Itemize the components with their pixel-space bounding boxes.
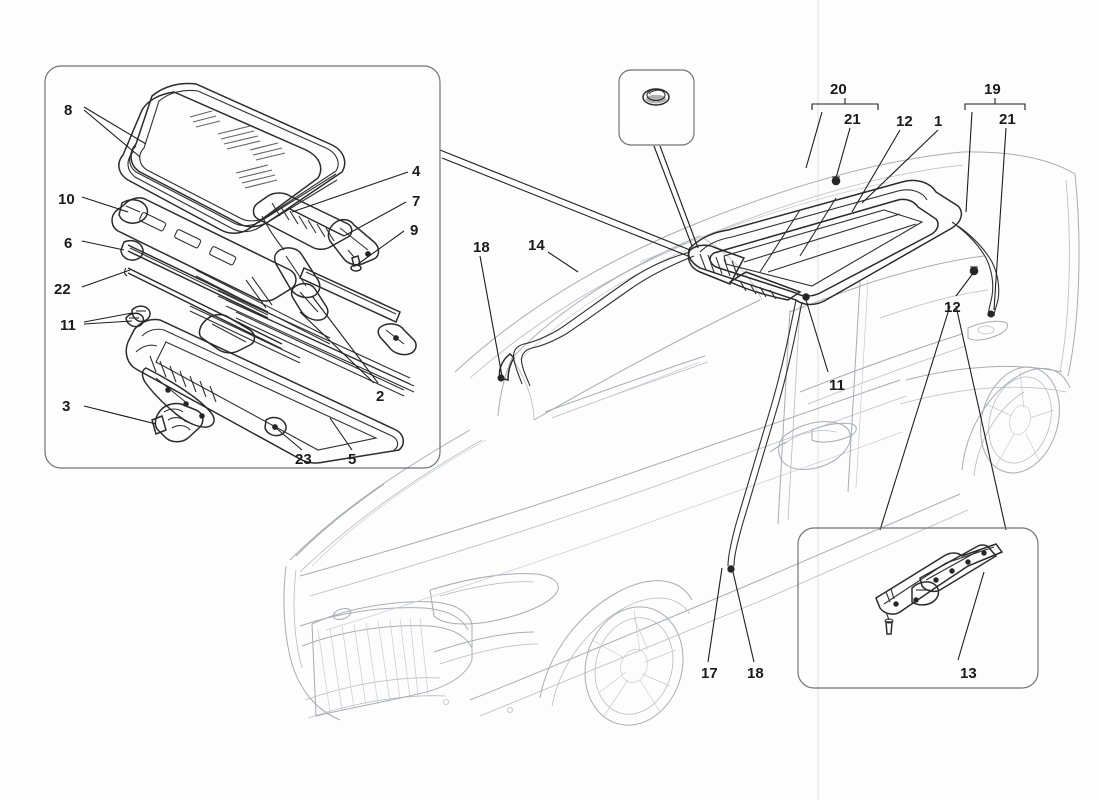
callout-4: 4 xyxy=(412,163,421,180)
callout-9: 9 xyxy=(410,222,419,239)
callout-17: 17 xyxy=(701,665,718,682)
callout-11-roof: 11 xyxy=(829,377,845,394)
callout-21-left: 21 xyxy=(844,111,861,128)
callout-10: 10 xyxy=(58,191,75,208)
callout-21-right: 21 xyxy=(999,111,1016,128)
callout-19: 19 xyxy=(984,81,1001,98)
callout-11-left: 11 xyxy=(60,317,76,334)
callout-12-top: 12 xyxy=(896,113,913,130)
callout-14: 14 xyxy=(528,237,545,254)
callout-23: 23 xyxy=(295,451,312,468)
callout-6: 6 xyxy=(64,235,73,252)
callout-8: 8 xyxy=(64,102,73,119)
callout-5: 5 xyxy=(348,451,357,468)
callout-2: 2 xyxy=(376,388,385,405)
callout-18-rear: 18 xyxy=(747,665,764,682)
callout-3: 3 xyxy=(62,398,71,415)
callout-12-rear: 12 xyxy=(944,299,961,316)
callout-1: 1 xyxy=(934,113,943,130)
callout-22: 22 xyxy=(54,281,71,298)
callout-20: 20 xyxy=(830,81,847,98)
callout-7: 7 xyxy=(412,193,421,210)
callout-13: 13 xyxy=(960,665,977,682)
callout-18-front: 18 xyxy=(473,239,490,256)
